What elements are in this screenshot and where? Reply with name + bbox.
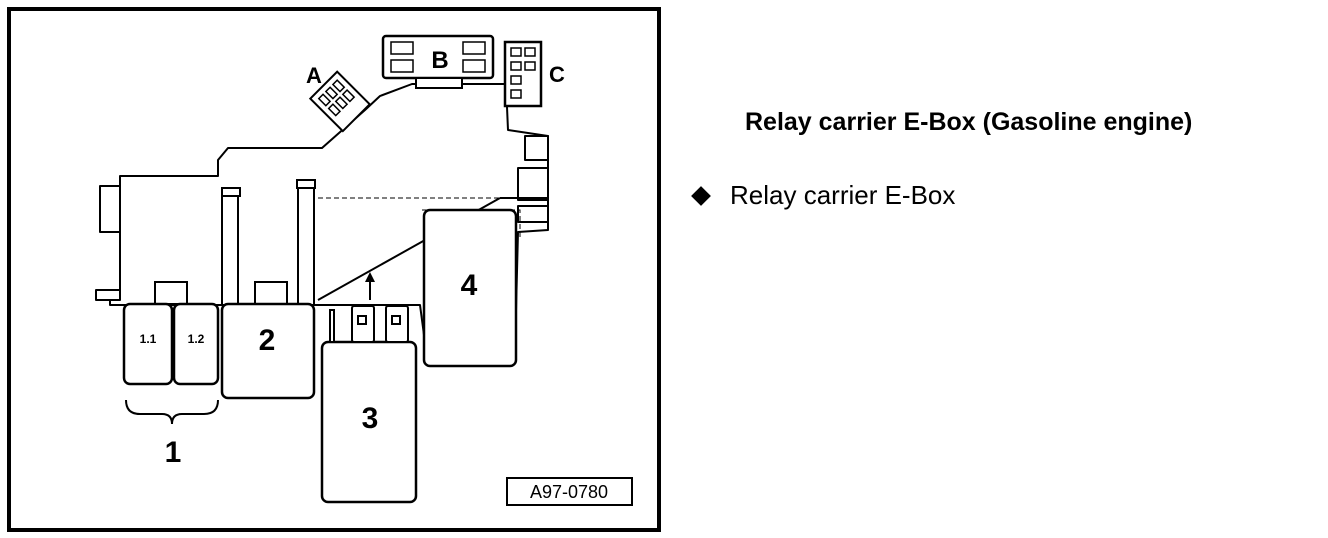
- left-clip-bottom: [95, 289, 121, 301]
- connector-c: [503, 40, 543, 108]
- section-heading: Relay carrier E-Box (Gasoline engine): [745, 108, 1193, 136]
- left-clip: [99, 185, 121, 233]
- right-clip-lower: [517, 205, 549, 223]
- group-1-brace: [125, 399, 219, 425]
- relay-1-1: [122, 302, 174, 386]
- callout-3: 3: [362, 402, 379, 435]
- callout-1: 1: [165, 436, 182, 469]
- callout-2: 2: [259, 324, 276, 357]
- bullet-text: Relay carrier E-Box: [730, 180, 956, 210]
- callout-a: A: [306, 63, 322, 88]
- insertion-arrow: [365, 272, 375, 300]
- diagram-frame: [7, 7, 661, 532]
- right-clip-upper: [524, 135, 549, 161]
- figure-code: A97-0780: [530, 482, 608, 502]
- connector-a: [308, 70, 372, 133]
- relay-1-2: [172, 302, 220, 386]
- bullet-item: Relay carrier E-Box: [690, 180, 955, 211]
- callout-4: 4: [461, 269, 478, 302]
- callout-b: B: [431, 47, 448, 74]
- figure-code-box: [506, 477, 633, 506]
- callout-1-1: 1.1: [140, 332, 157, 346]
- diamond-bullet-icon: [691, 185, 711, 206]
- callout-c: C: [549, 62, 565, 87]
- relay-2: [220, 302, 316, 400]
- relay-4: [422, 208, 518, 368]
- right-clip-mid: [517, 167, 549, 201]
- callout-1-2: 1.2: [188, 332, 205, 346]
- connector-b: [381, 34, 495, 89]
- relay-3-pin-left: [329, 309, 335, 343]
